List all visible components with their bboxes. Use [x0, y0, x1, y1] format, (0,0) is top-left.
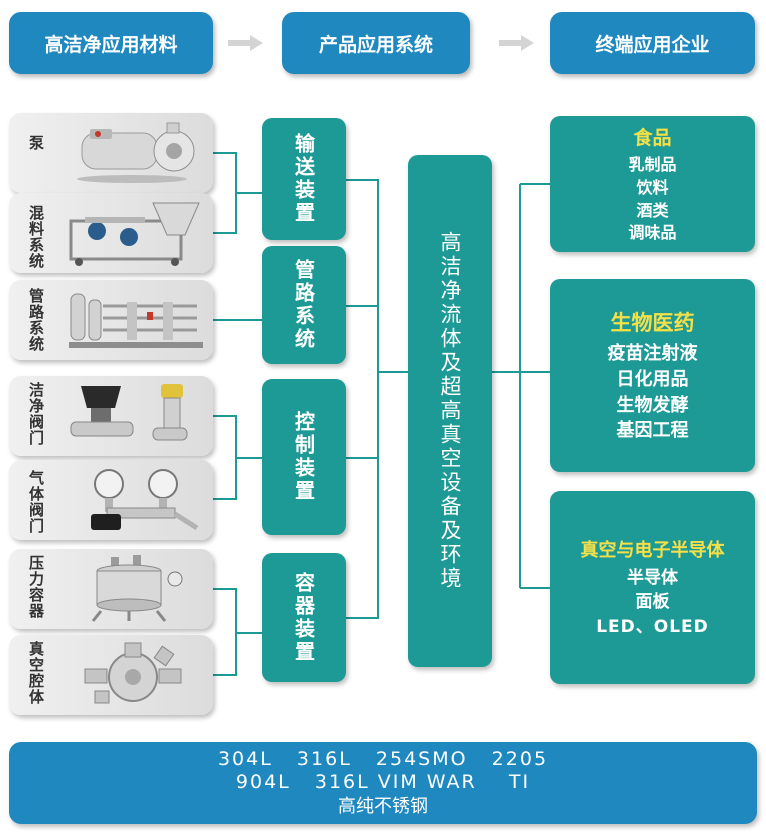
vacuum-chamber-image: [84, 642, 182, 704]
product-card-clean-valve: 洁净阀门: [9, 376, 213, 456]
header-materials: 高洁净应用材料: [9, 12, 213, 74]
product-label: 气体阀门: [27, 470, 45, 534]
pressure-vessel-image: [91, 555, 183, 622]
category-label: 输送装置: [291, 133, 316, 225]
product-card-piping-system: 管路系统: [9, 280, 213, 360]
category-label: 控制装置: [291, 411, 316, 503]
category-control: 控制装置: [262, 379, 346, 535]
materials-banner: 304L 316L 254SMO 2205 904L 316L VIM WAR …: [9, 742, 757, 824]
product-label: 混料系统: [27, 205, 45, 269]
connector-pump-mix: [213, 152, 262, 234]
industry-item: 半导体: [627, 568, 678, 589]
industry-item: 酒类: [636, 200, 669, 220]
industry-item: 饮料: [636, 177, 669, 197]
product-label: 管路系统: [27, 288, 45, 352]
product-card-pump: 泵: [9, 113, 213, 193]
product-label: 压力容器: [27, 555, 45, 619]
category-piping: 管路系统: [262, 246, 346, 364]
pump-image: [77, 122, 195, 183]
industry-item: 面板: [635, 592, 670, 613]
category-label: 容器装置: [291, 571, 316, 664]
product-label: 真空腔体: [27, 641, 45, 705]
category-vessel: 容器装置: [262, 553, 346, 682]
connector-valves: [213, 415, 262, 500]
category-conveying: 输送装置: [262, 118, 346, 240]
piping-system-image: [69, 293, 203, 348]
product-card-pressure-vessel: 压力容器: [9, 549, 213, 629]
industry-item: 疫苗注射液: [607, 343, 698, 365]
product-card-gas-valve: 气体阀门: [9, 460, 213, 540]
clean-valve-image: [70, 384, 188, 441]
arrow-right-icon: [228, 35, 263, 51]
industry-item: 日化用品: [616, 368, 689, 390]
product-label: 洁净阀门: [27, 382, 45, 446]
gas-valve-image: [91, 469, 199, 531]
industry-biopharma: 生物医药 疫苗注射液 日化用品 生物发酵 基因工程: [550, 279, 755, 472]
materials-line-3: 高纯不锈钢: [338, 796, 428, 818]
industry-food: 食品 乳制品 饮料 酒类 调味品: [550, 116, 755, 252]
industry-vacuum-semiconductor: 真空与电子半导体 半导体 面板 LED、OLED: [550, 491, 755, 684]
industry-title: 生物医药: [610, 311, 695, 336]
product-card-mixing-system: 混料系统: [9, 193, 213, 273]
industry-title: 真空与电子半导体: [580, 540, 725, 562]
industry-item: LED、OLED: [596, 616, 709, 637]
product-card-vacuum-chamber: 真空腔体: [9, 635, 213, 715]
mixing-system-image: [69, 202, 200, 266]
industry-item: 基因工程: [616, 420, 689, 442]
center-block: 高洁净流体及超高真空设备及环境: [408, 155, 492, 667]
industry-item: 调味品: [628, 223, 677, 243]
materials-line-2: 904L 316L VIM WAR TI: [235, 771, 531, 794]
center-label: 高洁净流体及超高真空设备及环境: [438, 231, 462, 591]
industry-item: 生物发酵: [616, 394, 689, 416]
connector-center-industries: [492, 183, 550, 589]
arrow-right-icon: [499, 35, 534, 51]
connector-vessels: [213, 588, 262, 676]
connector-categories-center: [346, 179, 408, 619]
header-enterprises: 终端应用企业: [550, 12, 755, 74]
industry-title: 食品: [633, 127, 672, 150]
header-systems: 产品应用系统: [282, 12, 470, 74]
industry-item: 乳制品: [628, 155, 677, 175]
category-label: 管路系统: [291, 259, 316, 351]
product-label: 泵: [27, 135, 45, 151]
materials-line-1: 304L 316L 254SMO 2205: [217, 747, 549, 770]
